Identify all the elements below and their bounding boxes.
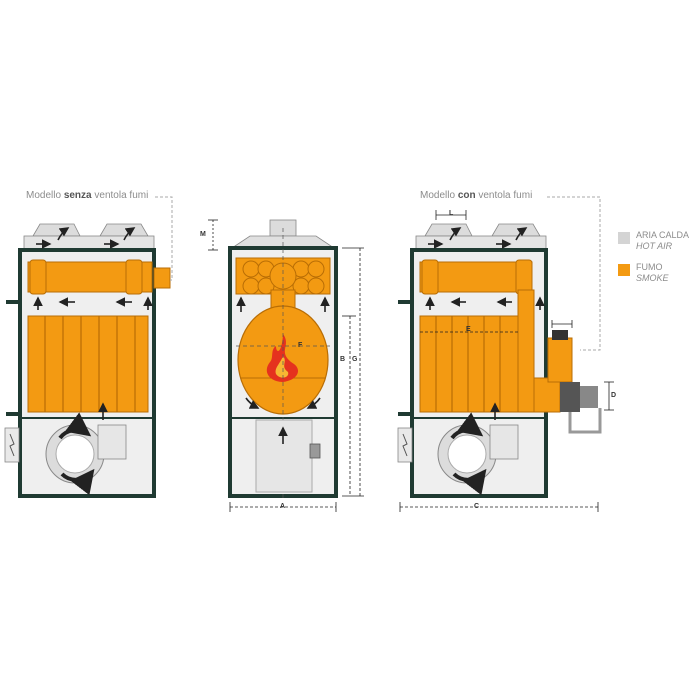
legend-swatch-smoke bbox=[618, 264, 630, 276]
dim-label-g: G bbox=[352, 356, 358, 363]
flue-fan bbox=[533, 330, 602, 434]
right-airflow-arrows bbox=[425, 227, 545, 420]
dim-label-d-top: D bbox=[558, 330, 564, 337]
dim-label-m: M bbox=[200, 231, 206, 238]
legend-swatch-hot-air bbox=[618, 232, 630, 244]
left-outlet-hood-1 bbox=[32, 223, 81, 237]
middle-unit bbox=[228, 219, 364, 512]
left-outlet-hood-2 bbox=[99, 223, 149, 237]
left-fan bbox=[45, 412, 127, 496]
dim-label-d-side: D bbox=[611, 392, 617, 399]
left-airflow-arrows bbox=[33, 227, 153, 420]
dim-label-b: B bbox=[340, 356, 346, 363]
dim-label-l: L bbox=[449, 210, 454, 217]
left-unit bbox=[4, 196, 218, 498]
dim-label-a: A bbox=[280, 503, 286, 510]
left-top-plenum bbox=[23, 235, 155, 251]
right-model-caption: Modello con ventola fumi bbox=[420, 190, 533, 201]
left-model-caption: Modello senza ventola fumi bbox=[26, 190, 149, 201]
dim-label-c: C bbox=[474, 503, 480, 510]
right-smoke-header bbox=[419, 261, 533, 293]
middle-airflow-arrows bbox=[236, 296, 330, 444]
right-unit bbox=[397, 196, 614, 512]
left-heat-exchanger bbox=[27, 315, 149, 413]
left-flue-outlet bbox=[153, 267, 171, 289]
dim-label-e: E bbox=[466, 326, 471, 333]
dim-label-f: F bbox=[298, 342, 303, 349]
burner-housing bbox=[255, 419, 313, 493]
